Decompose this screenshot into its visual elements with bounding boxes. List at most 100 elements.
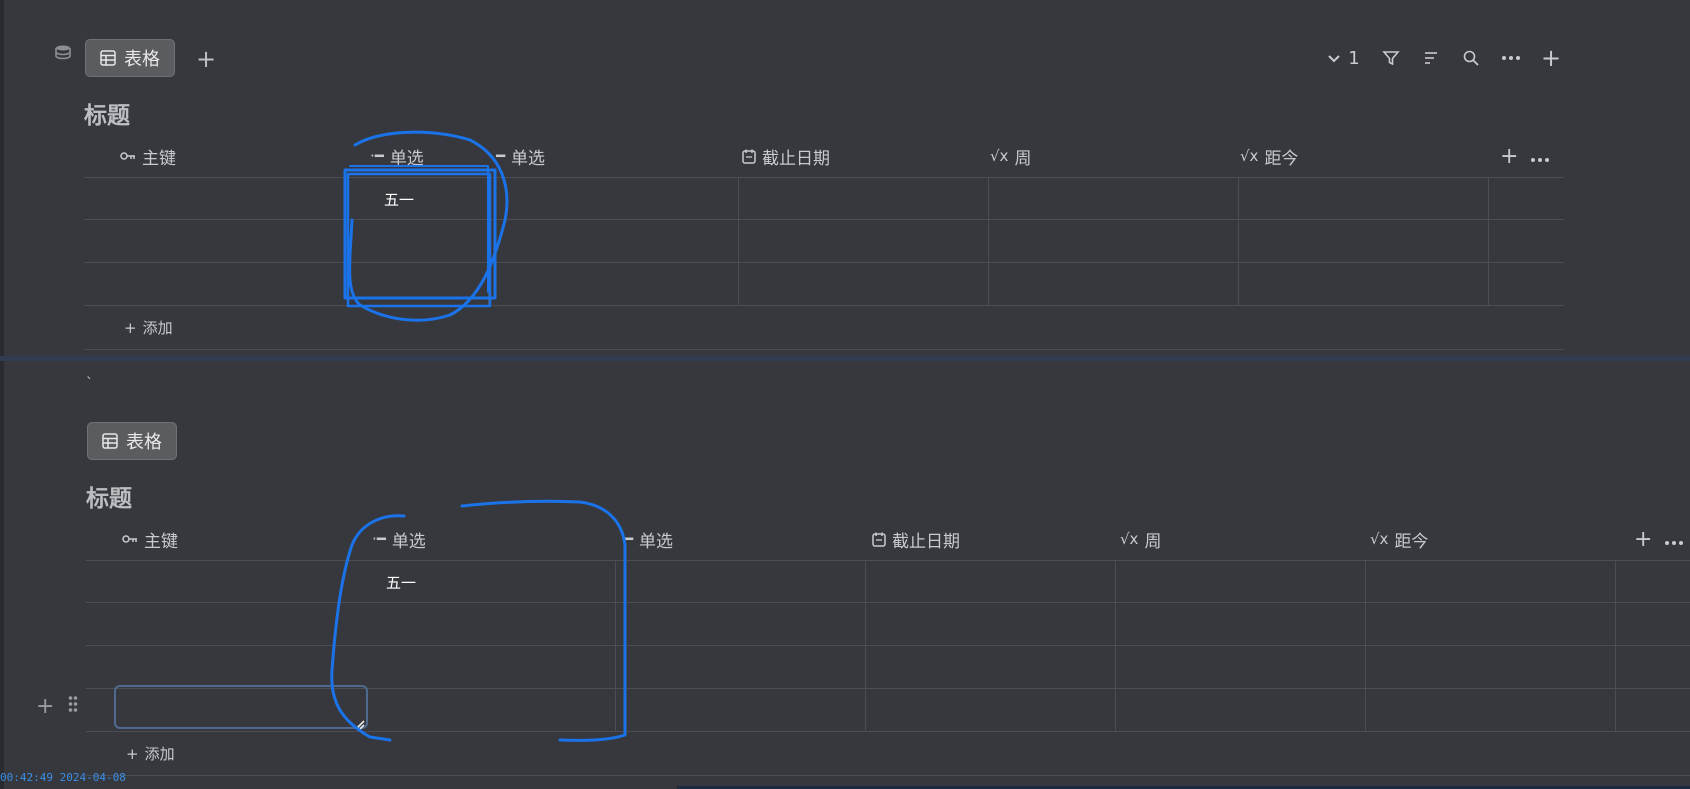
table-cell[interactable] (84, 177, 364, 219)
column-header-since[interactable]: √x 距今 (1370, 518, 1428, 560)
table-cell[interactable] (866, 560, 1116, 602)
sort-button[interactable] (1411, 42, 1451, 74)
column-header-primary-key[interactable]: 主键 (122, 518, 178, 560)
calendar-icon (742, 149, 756, 164)
table-cell[interactable] (489, 220, 739, 262)
view-tab-table[interactable]: 表格 (87, 422, 177, 460)
select-icon: ·━ (370, 147, 384, 165)
column-header-select-1[interactable]: ·━ 单选 (372, 518, 426, 560)
column-header-since[interactable]: √x 距今 (1240, 135, 1298, 177)
table-cell[interactable] (1366, 603, 1616, 645)
column-label: 截止日期 (762, 148, 830, 169)
section-divider (0, 356, 1690, 361)
table-cell[interactable] (366, 689, 616, 731)
table-cell[interactable]: 五一 (364, 177, 489, 219)
table-row[interactable]: 五一 (86, 560, 1690, 603)
top-toolbar: 1 + (1315, 42, 1571, 74)
column-label: 主键 (144, 531, 178, 552)
search-icon (1463, 50, 1479, 66)
column-header-primary-key[interactable]: 主键 (120, 135, 176, 177)
table-cell[interactable] (1239, 177, 1489, 219)
add-row-button[interactable]: + 添加 (84, 306, 1564, 350)
table-cell[interactable] (616, 603, 866, 645)
table-cell[interactable] (1366, 689, 1616, 731)
column-label: 单选 (391, 531, 426, 552)
table-cell[interactable] (616, 646, 866, 688)
column-label: 距今 (1394, 531, 1429, 552)
column-header-select-2[interactable]: ━ 单选 (496, 135, 545, 177)
row-handle: + (36, 694, 78, 719)
bottom-strip (677, 786, 1690, 789)
column-more-button[interactable] (1530, 144, 1550, 169)
more-icon (1665, 540, 1684, 545)
key-icon (122, 533, 138, 545)
add-column-button[interactable]: + (1634, 526, 1653, 552)
column-header-select-1[interactable]: ·━ 单选 (370, 135, 424, 177)
more-button[interactable] (1491, 42, 1531, 74)
column-label: 单选 (511, 148, 546, 169)
resize-handle-icon[interactable] (354, 716, 366, 735)
cell-value: 五一 (384, 191, 415, 209)
table-cell[interactable] (1116, 646, 1366, 688)
table-cell[interactable] (616, 560, 866, 602)
select-icon: ━ (496, 147, 506, 165)
sort-icon (1425, 52, 1437, 64)
plus-icon: + (124, 318, 137, 337)
add-record-button[interactable]: + (1540, 44, 1562, 72)
table-cell[interactable] (989, 177, 1239, 219)
add-column-button[interactable]: + (1500, 143, 1519, 169)
table-cell[interactable] (616, 689, 866, 731)
database-title: 标题 (84, 103, 130, 129)
filter-button[interactable] (1371, 42, 1411, 74)
column-label: 周 (1144, 531, 1162, 552)
table-row[interactable] (84, 263, 1564, 306)
header-actions: + (1500, 135, 1550, 177)
table-cell[interactable] (489, 177, 739, 219)
cell-value: 五一 (386, 574, 417, 592)
add-row-label: 添加 (142, 319, 173, 337)
add-view-button[interactable]: + (196, 45, 217, 73)
table-row[interactable] (86, 603, 1690, 646)
table-row[interactable] (86, 646, 1690, 689)
table-row[interactable] (84, 220, 1564, 263)
table-cell[interactable] (366, 603, 616, 645)
table-cell[interactable] (1116, 560, 1366, 602)
table-cell[interactable] (1116, 689, 1366, 731)
column-header-week[interactable]: √x 周 (990, 135, 1031, 177)
table-cell[interactable] (866, 689, 1116, 731)
column-header-due-date[interactable]: 截止日期 (742, 135, 830, 177)
table-cell[interactable] (989, 220, 1239, 262)
add-row-button[interactable]: + 添加 (86, 732, 1690, 776)
table-row[interactable]: 五一 (84, 177, 1564, 220)
table-cell[interactable] (739, 220, 989, 262)
add-row-above-button[interactable]: + (36, 694, 55, 719)
table-cell[interactable] (989, 263, 1239, 305)
drag-handle-icon[interactable] (68, 694, 78, 719)
collapse-toggle[interactable]: 1 (1315, 42, 1371, 74)
table-cell[interactable] (364, 220, 489, 262)
column-header-due-date[interactable]: 截止日期 (872, 518, 960, 560)
table-cell[interactable] (866, 603, 1116, 645)
filter-icon (1382, 51, 1400, 66)
table-cell[interactable] (364, 263, 489, 305)
column-header-select-2[interactable]: ━ 单选 (624, 518, 673, 560)
table-cell[interactable] (366, 646, 616, 688)
table-cell[interactable] (1366, 646, 1616, 688)
search-button[interactable] (1451, 42, 1491, 74)
left-edge-strip (0, 0, 4, 789)
table-cell[interactable] (739, 177, 989, 219)
table-cell[interactable] (489, 263, 739, 305)
table-cell[interactable]: 五一 (366, 560, 616, 602)
editing-cell-input[interactable] (114, 685, 368, 729)
table-cell[interactable] (739, 263, 989, 305)
column-more-button[interactable] (1664, 527, 1684, 552)
column-header-week[interactable]: √x 周 (1120, 518, 1161, 560)
table-cell[interactable] (1116, 603, 1366, 645)
view-tab-table[interactable]: 表格 (85, 39, 175, 77)
table-cell[interactable] (866, 646, 1116, 688)
table-cell[interactable] (1366, 560, 1616, 602)
more-icon (1531, 157, 1550, 162)
table-cell[interactable] (1239, 263, 1489, 305)
table-cell[interactable] (1239, 220, 1489, 262)
